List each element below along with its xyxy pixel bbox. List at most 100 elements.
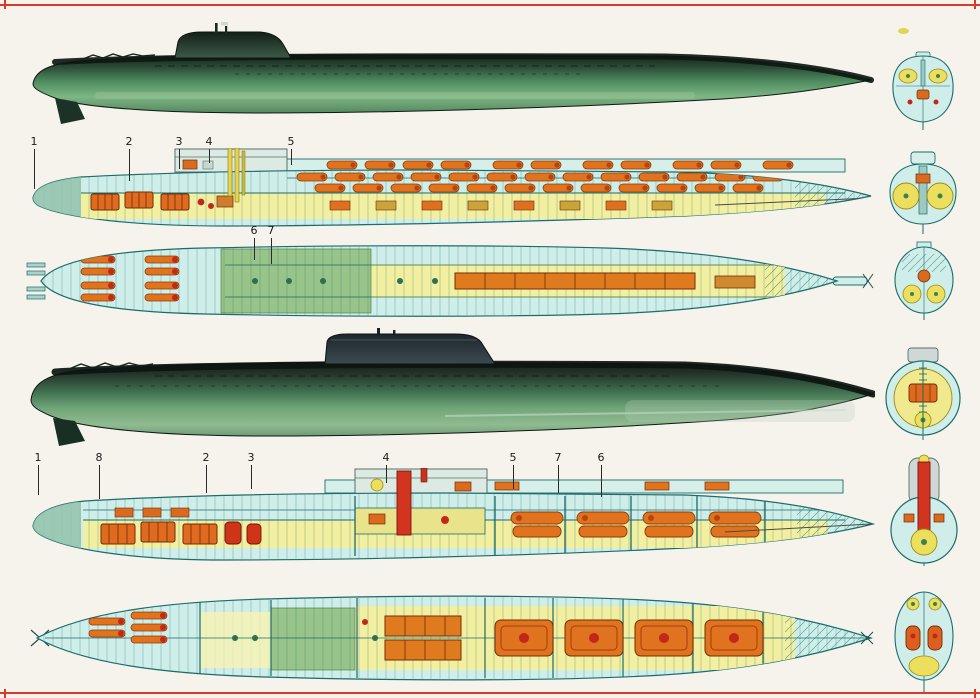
- callout-leader-line: [178, 149, 180, 169]
- callout-boat1-4: 4: [203, 136, 215, 163]
- stern-cross: [860, 631, 874, 645]
- cross-section-1: [880, 50, 966, 130]
- callout-number: 3: [247, 451, 255, 464]
- control-room: [354, 507, 486, 535]
- bow-ballast: [33, 502, 81, 554]
- propeller-shaft: [724, 523, 872, 533]
- boat2-plan-view: [30, 595, 874, 681]
- sail: [324, 328, 496, 365]
- boat1-exterior-row: [25, 22, 875, 134]
- callout-leader-line: [270, 238, 272, 264]
- stern-cross: [862, 273, 874, 289]
- bulkheads: [354, 496, 766, 556]
- stern-framing: [765, 256, 837, 308]
- callout-number: 6: [597, 451, 605, 464]
- stern-framing: [795, 174, 871, 214]
- callout-leader-line: [290, 149, 292, 165]
- callout-leader-line: [600, 465, 602, 497]
- cross-section-2: [878, 150, 968, 234]
- callout-number: 1: [30, 135, 38, 148]
- flag: [221, 22, 228, 26]
- callout-number: 1: [34, 451, 42, 464]
- cross-section-3: [884, 240, 964, 320]
- callout-number: 2: [125, 135, 133, 148]
- callout-number: 7: [554, 451, 562, 464]
- lower-machinery: [329, 200, 673, 211]
- periscope: [377, 328, 380, 335]
- propeller-shaft: [714, 197, 871, 206]
- corner-mark: [974, 689, 976, 698]
- callout-boat1-5: 5: [285, 136, 297, 165]
- boat1-cutaway-row: [25, 148, 875, 240]
- engine-room: [100, 507, 262, 545]
- callout-boat2-4: 4: [380, 452, 392, 483]
- callout-leader-line: [205, 465, 207, 493]
- callout-leader-line: [557, 465, 559, 493]
- boat1-plan-row: [25, 236, 875, 326]
- stowed-cylinders: [510, 511, 762, 538]
- periscope-masts: [227, 148, 246, 203]
- torpedo-tubes: [26, 262, 46, 300]
- callout-boat2-3: 3: [245, 452, 257, 489]
- cross-section-5: [880, 452, 968, 566]
- sail: [174, 22, 292, 59]
- callout-leader-line: [385, 465, 387, 483]
- callout-number: 5: [287, 135, 295, 148]
- callout-boat2-1: 1: [32, 452, 44, 495]
- boat1-plan-view: [26, 245, 874, 317]
- engine-plan: [384, 615, 462, 661]
- print-spot: [898, 28, 909, 34]
- callout-boat2-7: 7: [552, 452, 564, 493]
- callout-leader-line: [253, 238, 255, 260]
- callout-boat1-1: 1: [28, 136, 40, 189]
- boat1-exterior-view: [32, 22, 874, 124]
- periscope: [225, 26, 228, 34]
- callout-number: 4: [205, 135, 213, 148]
- corner-mark: [974, 0, 976, 9]
- boat2-plan-row: [25, 582, 875, 694]
- access-trunk: [396, 470, 412, 536]
- callout-boat2-5: 5: [507, 452, 519, 489]
- callout-leader-line: [250, 465, 252, 489]
- callout-boat2-2: 2: [200, 452, 212, 493]
- callout-number: 2: [202, 451, 210, 464]
- cross-section-4: [878, 344, 968, 440]
- stern-framing: [785, 612, 871, 664]
- callout-leader-line: [128, 149, 130, 181]
- callout-number: 4: [382, 451, 390, 464]
- periscope: [393, 330, 396, 335]
- callout-leader-line: [37, 465, 39, 495]
- callout-leader-line: [208, 149, 210, 163]
- callout-boat1-6: 6: [248, 225, 260, 260]
- machinery-plan: [454, 272, 756, 290]
- engine-room: [90, 191, 234, 211]
- boat2-cutaway-row: [25, 468, 875, 576]
- plan-hull: [40, 245, 839, 317]
- bow-ballast: [33, 170, 81, 226]
- periscope: [215, 23, 218, 33]
- callout-leader-line: [512, 465, 514, 489]
- callout-number: 8: [95, 451, 103, 464]
- callout-number: 3: [175, 135, 183, 148]
- hatches: [252, 278, 438, 284]
- callout-boat1-7: 7: [265, 225, 277, 264]
- callout-boat2-6: 6: [595, 452, 607, 497]
- boat2-exterior-row: [25, 328, 875, 458]
- boat2-exterior-view: [30, 328, 875, 446]
- callout-boat2-8: 8: [93, 452, 105, 499]
- plan-hull: [35, 595, 873, 681]
- callout-leader-line: [33, 149, 35, 189]
- corner-mark: [4, 0, 6, 9]
- boat1-cutaway-view: [32, 148, 872, 227]
- cross-section-6: [886, 584, 962, 692]
- callout-number: 5: [509, 451, 517, 464]
- hull: [30, 360, 875, 446]
- hull: [32, 53, 874, 124]
- callout-leader-line: [98, 465, 100, 499]
- hatches: [232, 619, 378, 641]
- callout-number: 7: [267, 224, 275, 237]
- trim-line-bottom: [0, 692, 980, 694]
- sail-cutaway: [354, 468, 488, 495]
- corner-mark: [4, 689, 6, 698]
